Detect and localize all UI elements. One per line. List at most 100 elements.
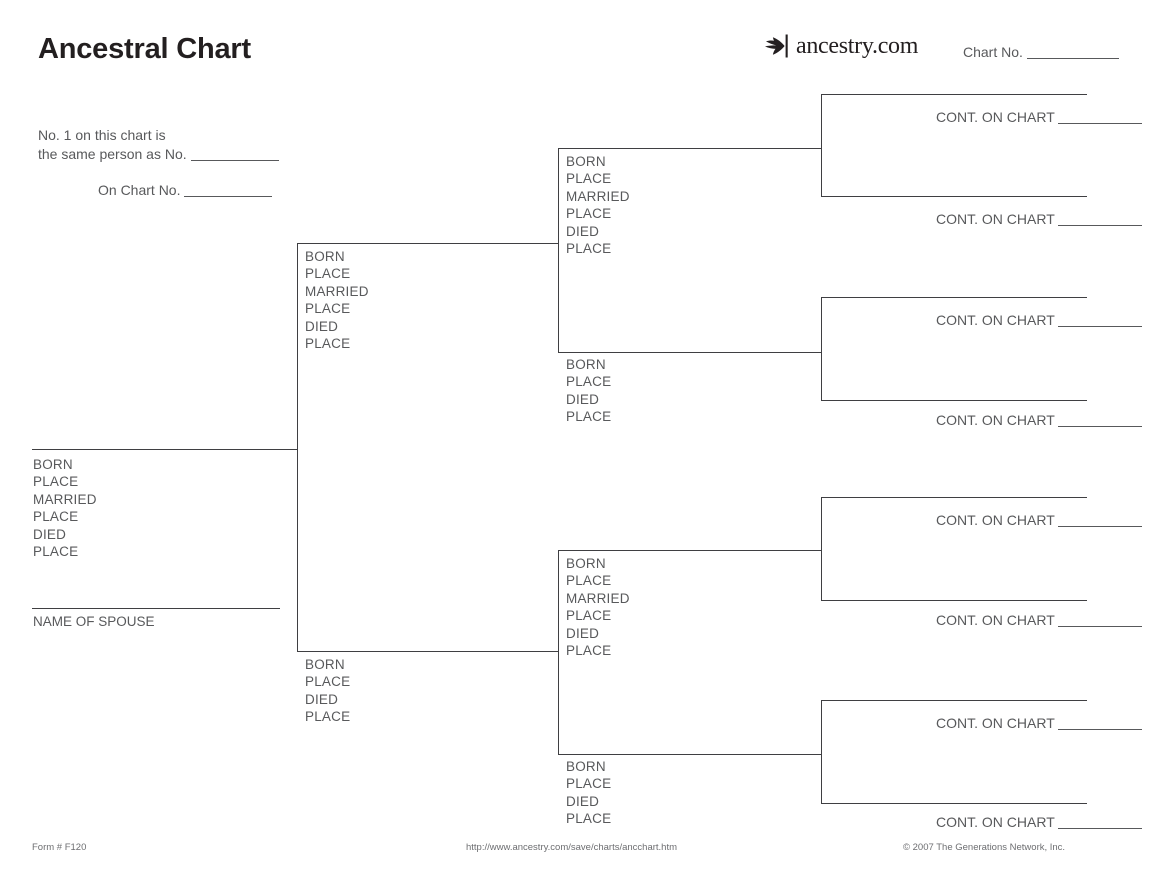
ancestry-wordmark: ancestry.com [796,32,919,59]
person9-cont-text: CONT. ON CHART [936,211,1055,227]
chart-no-field[interactable]: Chart No. [963,44,1119,60]
person7-field-place2: PLACE [566,811,612,827]
person4-field-place3: PLACE [566,241,612,257]
gen3-upper-spine [558,148,559,352]
xref-line-3-wrap: On Chart No. [38,181,279,200]
page-title: Ancestral Chart [38,33,251,65]
person5-name-rule [558,352,822,353]
same-person-no-blank[interactable] [190,146,279,161]
person12-cont-text: CONT. ON CHART [936,512,1055,528]
person9-name-rule [821,196,1087,197]
person14-cont-label[interactable]: CONT. ON CHART [936,715,1143,731]
person4-field-place1: PLACE [566,171,612,187]
person6-field-place3: PLACE [566,643,612,659]
person4-fields: BORN PLACE MARRIED PLACE DIED PLACE [566,153,630,257]
person9-cont-blank[interactable] [1058,211,1143,226]
person1-field-place1: PLACE [33,474,79,490]
person4-name-rule [558,148,822,149]
gen3-to-gen4-connector-1 [805,148,822,149]
person1-field-married: MARRIED [33,491,97,507]
person2-field-place2: PLACE [305,301,351,317]
person6-field-place2: PLACE [566,608,612,624]
person3-fields: BORN PLACE DIED PLACE [305,656,350,726]
person8-cont-blank[interactable] [1058,109,1143,124]
gen2-spine [297,243,298,651]
person5-fields: BORN PLACE DIED PLACE [566,356,611,426]
person11-cont-label[interactable]: CONT. ON CHART [936,412,1143,428]
person15-cont-text: CONT. ON CHART [936,814,1055,830]
person7-field-place1: PLACE [566,776,612,792]
person13-cont-blank[interactable] [1058,612,1143,627]
person2-field-died: DIED [305,318,339,334]
person3-field-died: DIED [305,691,339,707]
footer-form-number: Form # F120 [32,842,87,853]
person10-cont-blank[interactable] [1058,312,1143,327]
person6-field-born: BORN [566,556,606,571]
person2-field-married: MARRIED [305,283,369,299]
gen2-to-gen3-lower-connector [542,651,559,652]
chart-no-label: Chart No. [963,44,1023,60]
footer-copyright: © 2007 The Generations Network, Inc. [903,842,1066,853]
person14-cont-blank[interactable] [1058,715,1143,730]
person10-cont-label[interactable]: CONT. ON CHART [936,312,1143,328]
person11-name-rule [821,400,1087,401]
gen4-bracket1-spine [821,94,822,197]
person6-name-rule [558,550,822,551]
xref-line-3: On Chart No. [98,182,181,198]
person14-name-rule [821,700,1087,701]
person1-fields: BORN PLACE MARRIED PLACE DIED PLACE [33,456,97,560]
person6-field-died: DIED [566,625,600,641]
person10-name-rule [821,297,1087,298]
person8-cont-text: CONT. ON CHART [936,109,1055,125]
chart-no-blank[interactable] [1026,44,1119,59]
person3-name-rule [297,651,559,652]
person15-name-rule [821,803,1087,804]
cross-reference-note: No. 1 on this chart is the same person a… [38,126,279,200]
person13-name-rule [821,600,1087,601]
person11-cont-text: CONT. ON CHART [936,412,1055,428]
gen2-to-gen3-upper-connector [542,243,559,244]
person2-name-rule [297,243,559,244]
person15-cont-label[interactable]: CONT. ON CHART [936,814,1143,830]
gen3-to-gen4-connector-4 [805,754,822,755]
person7-field-died: DIED [566,793,600,809]
xref-line-2: the same person as No. [38,146,187,162]
person2-field-place1: PLACE [305,266,351,282]
person1-field-born: BORN [33,457,73,472]
person15-cont-blank[interactable] [1058,814,1143,829]
person7-fields: BORN PLACE DIED PLACE [566,758,611,828]
person6-fields: BORN PLACE MARRIED PLACE DIED PLACE [566,555,630,659]
person4-field-born: BORN [566,154,606,169]
person1-spouse-label: NAME OF SPOUSE [33,614,155,629]
person1-spouse-rule [32,608,280,609]
footer-url[interactable]: http://www.ancestry.com/save/charts/ancc… [466,842,678,853]
gen3-to-gen4-connector-3 [805,550,822,551]
on-chart-no-blank[interactable] [184,182,273,197]
person5-field-place2: PLACE [566,409,612,425]
person9-cont-label[interactable]: CONT. ON CHART [936,211,1143,227]
person12-name-rule [821,497,1087,498]
ancestry-brand: ancestry.com [760,31,918,61]
person12-cont-blank[interactable] [1058,512,1143,527]
person5-field-died: DIED [566,391,600,407]
xref-line-2-wrap: the same person as No. [38,145,279,164]
person6-field-married: MARRIED [566,590,630,606]
person12-cont-label[interactable]: CONT. ON CHART [936,512,1143,528]
person4-field-married: MARRIED [566,188,630,204]
person2-field-born: BORN [305,249,345,264]
person2-field-place3: PLACE [305,336,351,352]
person7-name-rule [558,754,822,755]
person4-field-place2: PLACE [566,206,612,222]
person8-cont-label[interactable]: CONT. ON CHART [936,109,1143,125]
person10-cont-text: CONT. ON CHART [936,312,1055,328]
person3-field-place1: PLACE [305,674,351,690]
person3-field-place2: PLACE [305,709,351,725]
person2-fields: BORN PLACE MARRIED PLACE DIED PLACE [305,248,369,352]
ancestry-leaf-icon [760,33,794,59]
gen4-bracket3-spine [821,497,822,600]
gen4-bracket4-spine [821,700,822,803]
gen3-to-gen4-connector-2 [805,352,822,353]
person11-cont-blank[interactable] [1058,412,1143,427]
person13-cont-label[interactable]: CONT. ON CHART [936,612,1143,628]
gen4-bracket2-spine [821,297,822,400]
